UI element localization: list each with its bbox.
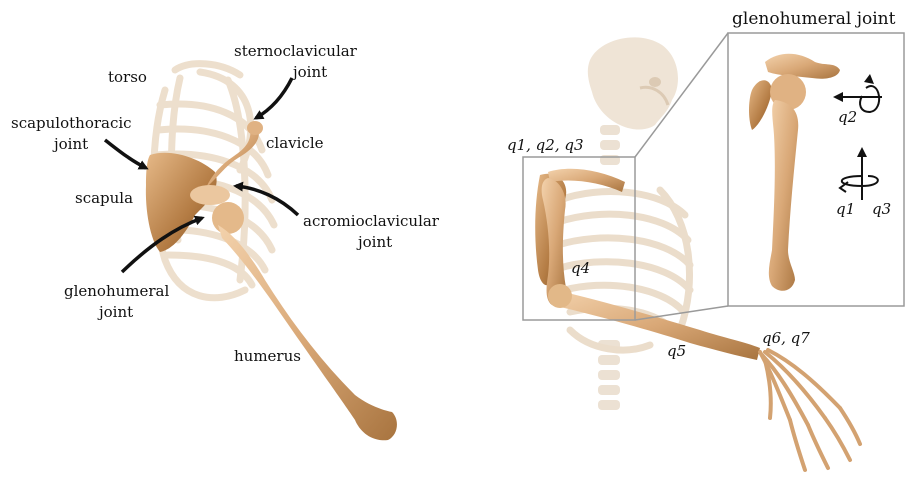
inset-title: glenohumeral joint [732, 9, 896, 29]
scapulothoracic-arrow [105, 140, 146, 168]
label-inset-q2: q2 [838, 108, 857, 126]
humerus-bone [218, 225, 397, 440]
label-glenohumeral-joint: joint [97, 303, 133, 321]
label-scapula: scapula [75, 189, 133, 207]
right-hand-bones [760, 350, 860, 470]
label-sternoclavicular-joint: joint [291, 63, 327, 81]
label-glenohumeral: glenohumeral [64, 282, 170, 300]
label-scapulothoracic-joint: joint [52, 135, 88, 153]
label-q67: q6, q7 [762, 329, 810, 347]
label-inset-q3: q3 [872, 200, 891, 218]
spine [598, 125, 620, 410]
label-q123: q1, q2, q3 [507, 136, 584, 154]
label-acromioclavicular-joint: joint [356, 233, 392, 251]
label-scapulothoracic: scapulothoracic [11, 114, 132, 132]
left-shoulder-model [146, 64, 397, 441]
label-acromioclavicular: acromioclavicular [303, 212, 440, 230]
label-q5: q5 [667, 342, 686, 360]
elbow-joint [548, 284, 572, 308]
label-humerus: humerus [234, 347, 301, 365]
label-clavicle: clavicle [266, 134, 324, 152]
label-inset-q1: q1 [836, 200, 855, 218]
skull [588, 37, 678, 129]
label-torso: torso [108, 68, 147, 86]
sternoclavicular-knob [247, 121, 263, 135]
sternoclavicular-arrow [256, 78, 292, 118]
label-q4: q4 [571, 259, 590, 277]
acromion-bone [190, 185, 230, 205]
label-sternoclavicular: sternoclavicular [234, 42, 358, 60]
humeral-head [212, 202, 244, 234]
